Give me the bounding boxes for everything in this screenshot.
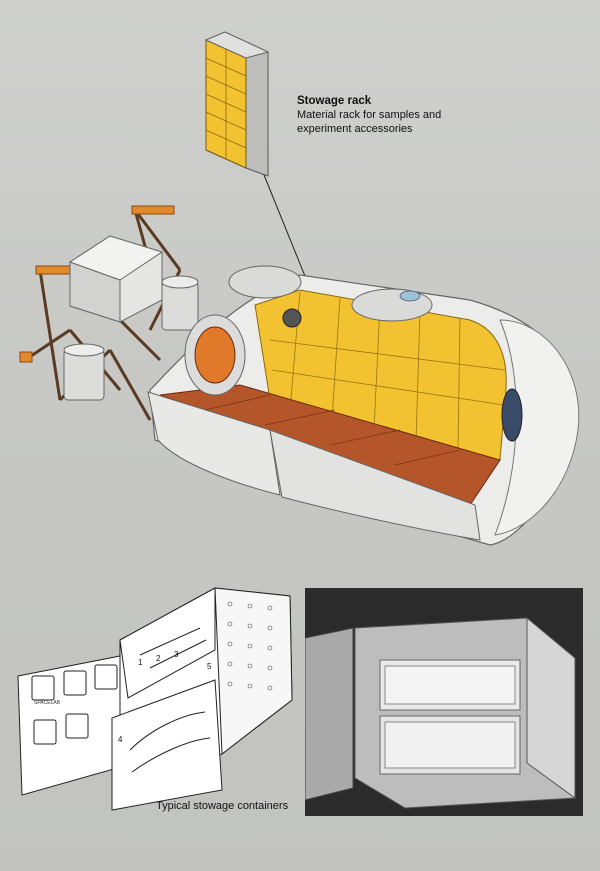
container-tag: SPACELAB <box>34 700 61 706</box>
equipment-box <box>68 235 164 323</box>
containers-caption: Typical stowage containers <box>156 800 289 812</box>
tanks <box>63 275 199 401</box>
stowage-rack-drawing <box>204 31 270 177</box>
container-photo <box>305 588 583 816</box>
stowage-rack-desc-line2: experiment accessories <box>297 123 413 135</box>
container-photo-drawing <box>305 616 576 809</box>
drawer-label-1: 1 <box>138 658 143 667</box>
drawer-label-5: 5 <box>207 662 212 671</box>
drawer-label-2: 2 <box>156 654 161 663</box>
container-line-drawing <box>17 587 293 811</box>
drawer-label-3: 3 <box>174 650 179 659</box>
stowage-rack-caption: Stowage rack Material rack for samples a… <box>297 94 497 136</box>
stowage-rack-title: Stowage rack <box>297 95 372 107</box>
drawer-label-4: 4 <box>118 735 123 744</box>
stowage-rack-desc-line1: Material rack for samples and <box>297 109 442 121</box>
module-body <box>147 265 580 546</box>
